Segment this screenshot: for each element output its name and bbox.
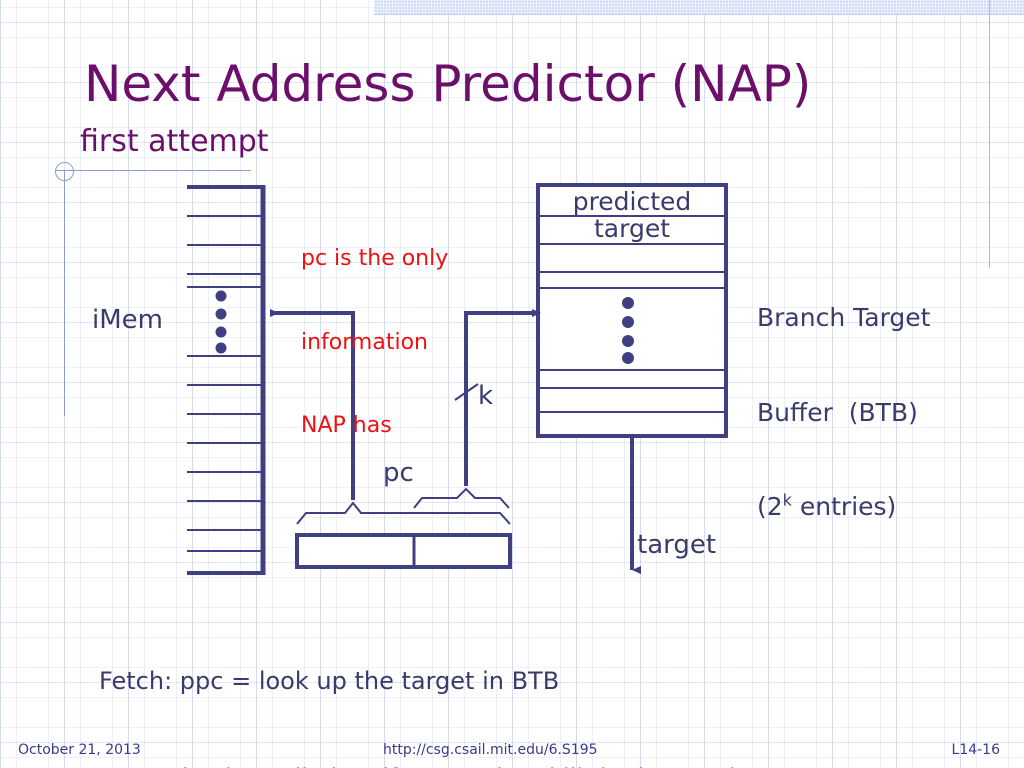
page-subtitle: first attempt [80,124,269,159]
btb-description-line-2: Buffer (BTB) [757,397,918,427]
right-vertical-rule [989,0,990,268]
btb-description-line-3: (2k entries) [757,491,930,523]
btb-entries-exponent: k [782,490,792,510]
slide-footer: October 21, 2013 http://csg.csail.mit.ed… [0,742,1024,762]
header-underline-rule [55,170,251,171]
btb-entries-suffix: entries) [791,492,897,521]
fetch-description: Fetch: ppc = look up the target in BTB L… [99,600,766,768]
btb-block [536,183,728,438]
left-vertical-rule [64,170,65,416]
k-label: k [478,381,494,411]
pc-annotation-line-2: information [301,329,428,355]
fetch-description-line-1: Fetch: ppc = look up the target in BTB [99,666,560,695]
btb-header-line-2: target [593,214,670,243]
pc-label: pc [383,458,414,488]
btb-description-line-1: Branch Target [757,303,931,332]
btb-description: Branch Target Buffer (BTB) (2k entries) [757,239,930,586]
footer-date: October 21, 2013 [18,742,141,758]
pc-annotation-line-1: pc is the only [301,246,449,272]
pc-wide-brace [296,501,511,525]
btb-ellipsis-dots [622,297,634,364]
pc-k-to-btb-arrow [464,309,541,486]
btb-header-line-1: predicted [572,187,692,216]
btb-entries-prefix: (2 [757,492,783,521]
pc-annotation-line-3: NAP has [301,412,392,438]
footer-course-url[interactable]: http://csg.csail.mit.edu/6.S195 [383,742,598,758]
pc-k-brace [413,487,510,509]
target-label: target [637,530,717,560]
pc-to-imem-arrow [270,309,355,500]
btb-header-label: predicted target [538,188,726,242]
pc-register-box [295,533,512,569]
pc-annotation-note: pc is the only information NAP has [301,190,448,495]
footer-slide-number: L14-16 [951,742,1000,758]
btb-row-dividers [538,215,726,413]
imem-label: iMem [92,305,163,335]
page-title: Next Address Predictor (NAP) [84,55,812,113]
fetch-description-line-2: Later check prediction, if wrong then ki… [99,762,766,768]
imem-block [187,185,266,575]
top-decorative-band [374,0,1024,15]
imem-ellipsis-dots [215,290,227,354]
header-circle-decoration [55,162,74,181]
k-bitwidth-tick [454,383,479,401]
